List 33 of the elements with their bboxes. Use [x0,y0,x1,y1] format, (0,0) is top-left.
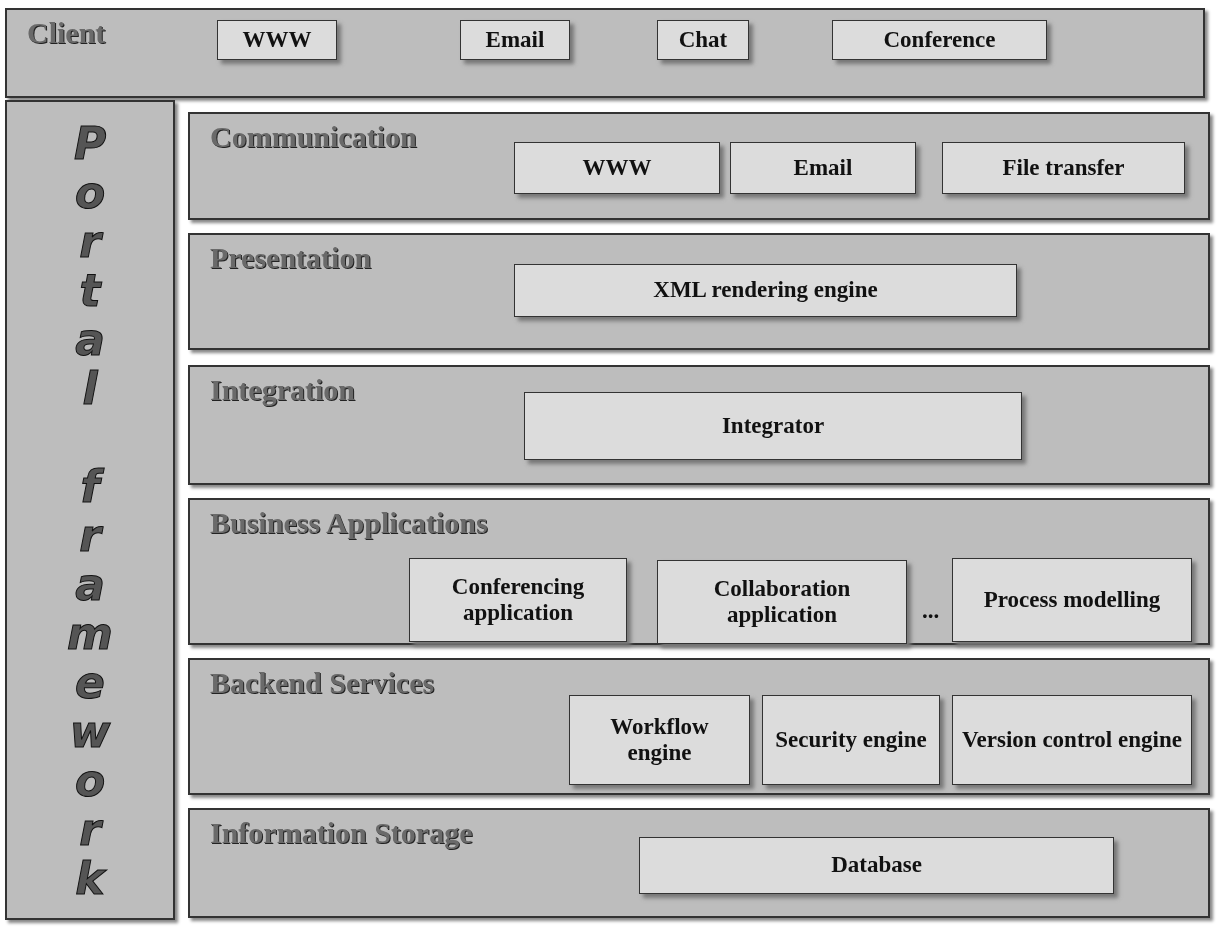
layer-heading: Backend Services [210,666,435,700]
layer-heading: Business Applications [210,506,488,540]
component-box: XML rendering engine [514,264,1017,317]
component-box: WWW [514,142,720,194]
layer-heading: Client [27,16,106,50]
component-box: Email [730,142,916,194]
layer-band [188,112,1210,220]
component-box: WWW [217,20,337,60]
component-box: File transfer [942,142,1185,194]
component-box: Security engine [762,695,940,785]
component-box: Database [639,837,1114,894]
layer-band [188,498,1210,645]
component-box: Integrator [524,392,1022,460]
component-box: Email [460,20,570,60]
vertical-heading: Portal framework [64,118,116,902]
component-box: Process modelling [952,558,1192,642]
component-box: Collaboration application [657,560,907,644]
layer-band [188,658,1210,795]
component-box: Version control engine [952,695,1192,785]
component-box: Conferencing application [409,558,627,642]
layer-band [188,365,1210,485]
layer-band [5,8,1205,98]
layer-heading: Information Storage [210,816,473,850]
layer-heading: Integration [210,373,355,407]
component-box: Conference [832,20,1047,60]
layer-band [188,233,1210,350]
layer-band [188,808,1210,918]
ellipsis-text: ... [922,598,940,624]
component-box: Chat [657,20,749,60]
framework-band [5,100,175,920]
layer-heading: Presentation [210,241,372,275]
layer-heading: Communication [210,120,417,154]
component-box: Workflow engine [569,695,750,785]
